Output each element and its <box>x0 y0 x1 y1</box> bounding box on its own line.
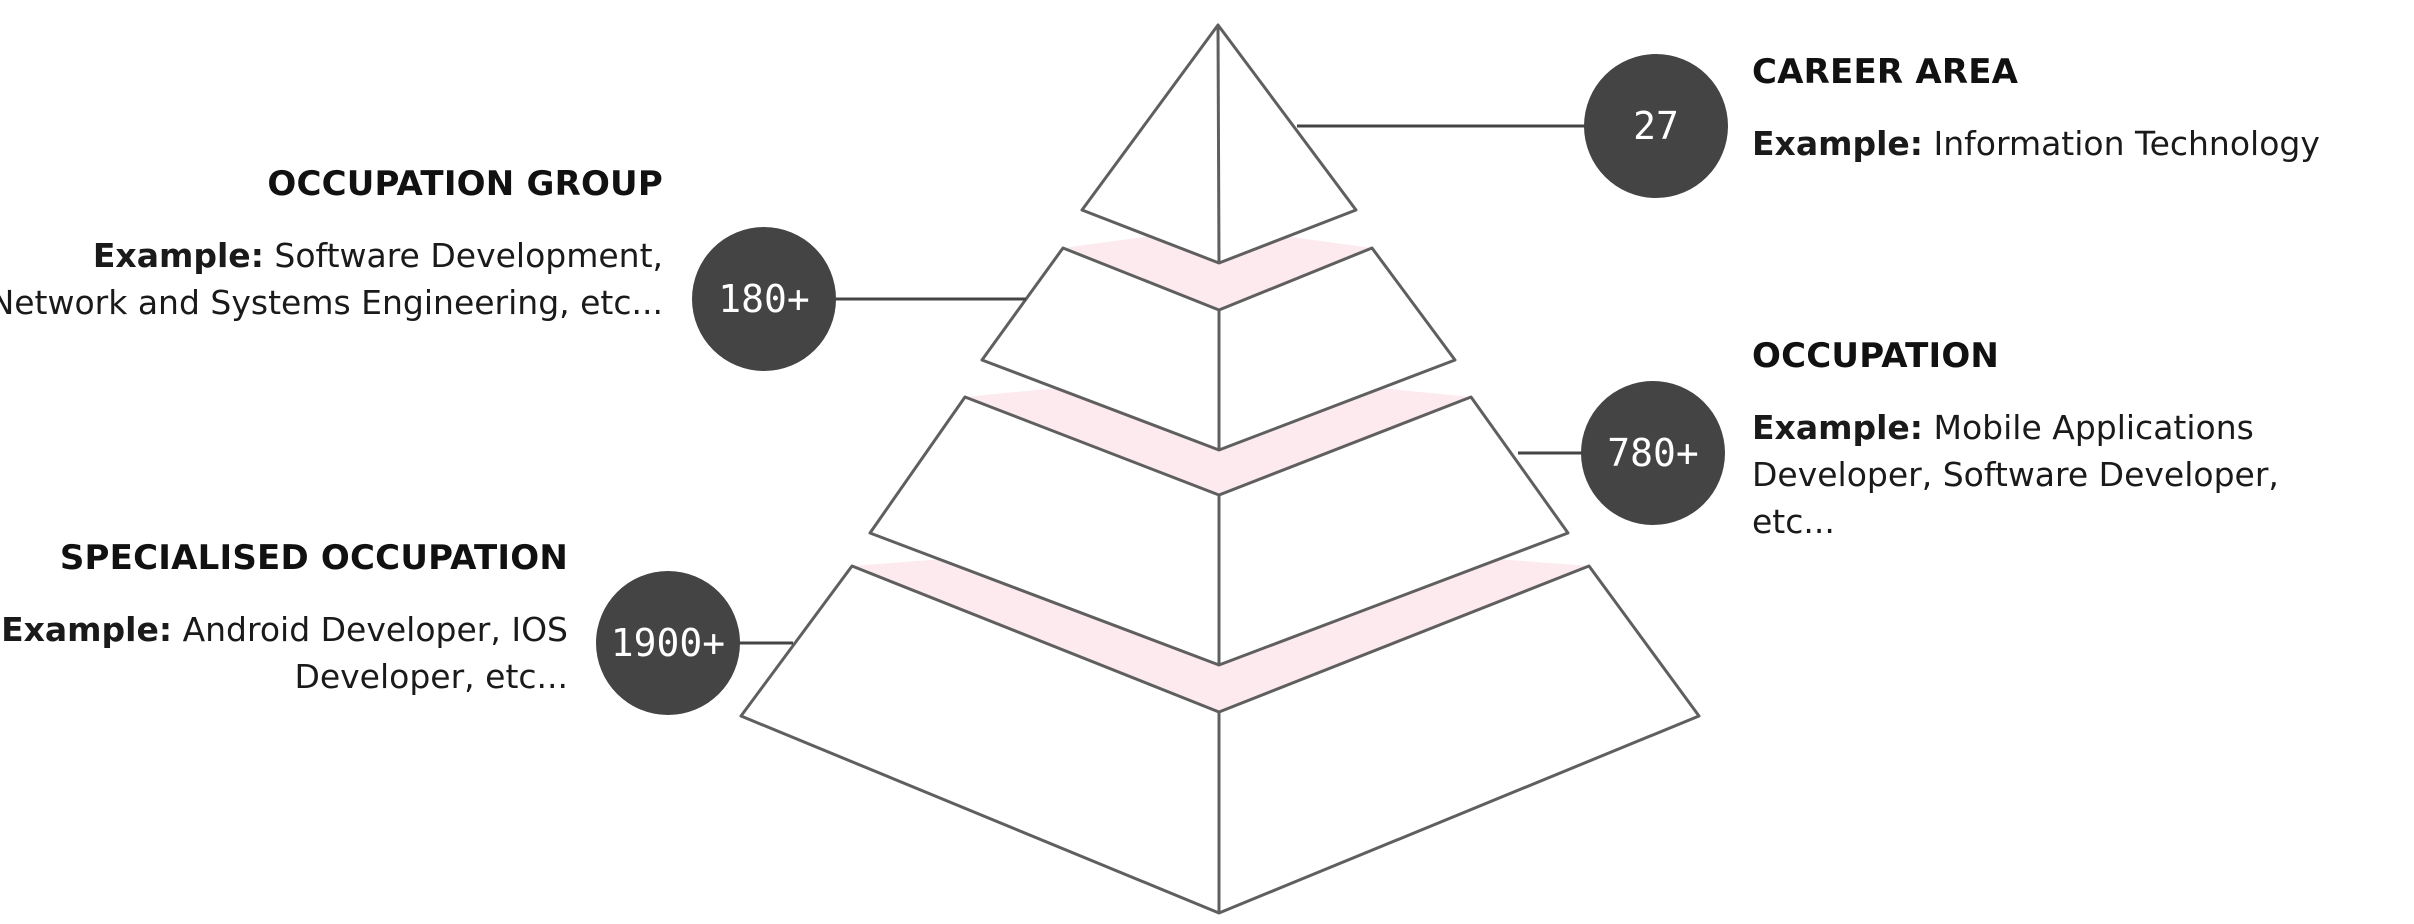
career-area-example-text: Information Technology <box>1933 124 2320 163</box>
occupation-title: OCCUPATION <box>1752 336 2000 376</box>
career-area-block: CAREER AREA Example: Information Technol… <box>1752 50 2392 167</box>
badge-occupation-group: 180+ <box>692 227 836 371</box>
example-label: Example: <box>1752 124 1923 163</box>
badge-circle <box>596 571 740 715</box>
occupation-group-example-text: Software Development, Network and System… <box>0 236 663 322</box>
specialised-occupation-title: SPECIALISED OCCUPATION <box>59 538 568 578</box>
specialised-occupation-example: Example: Android Developer, IOS Develope… <box>0 606 568 700</box>
badge-career-area: 27 <box>1584 54 1728 198</box>
occupation-group-example: Example: Software Development, Network a… <box>0 232 663 326</box>
band-1 <box>1063 227 1372 310</box>
occupation-block: OCCUPATION Example: Mobile Applications … <box>1752 334 2352 545</box>
occupation-example: Example: Mobile Applications Developer, … <box>1752 404 2352 545</box>
badge-specialised-occupation: 1900+ <box>596 571 740 715</box>
occupation-group-title: OCCUPATION GROUP <box>267 164 663 204</box>
badge-circle <box>692 227 836 371</box>
badge-count-specialised-occupation: 1900+ <box>611 621 725 665</box>
occupation-group-block: OCCUPATION GROUP Example: Software Devel… <box>0 162 663 326</box>
career-area-example: Example: Information Technology <box>1752 120 2392 167</box>
badge-count-occupation-group: 180+ <box>718 277 810 321</box>
example-label: Example: <box>1 610 173 649</box>
specialised-occupation-example-text: Android Developer, IOS Developer, etc... <box>182 610 568 696</box>
connectors <box>733 124 1586 645</box>
badge-count-career-area: 27 <box>1633 104 1679 148</box>
example-label: Example: <box>1752 408 1923 447</box>
badge-circle <box>1584 54 1728 198</box>
pyramid-tiers <box>739 23 1701 915</box>
badge-occupation: 780+ <box>1581 381 1725 525</box>
tier-1-ridge <box>1216 24 1221 264</box>
badge-circle <box>1581 381 1725 525</box>
example-label: Example: <box>92 236 264 275</box>
career-area-title: CAREER AREA <box>1752 52 2019 92</box>
badge-count-occupation: 780+ <box>1607 431 1699 475</box>
count-badges: 27 180+ 780+ 1900+ <box>596 54 1728 715</box>
specialised-occupation-block: SPECIALISED OCCUPATION Example: Android … <box>0 536 568 700</box>
occupation-example-text: Mobile Applications Developer, Software … <box>1752 408 2279 541</box>
